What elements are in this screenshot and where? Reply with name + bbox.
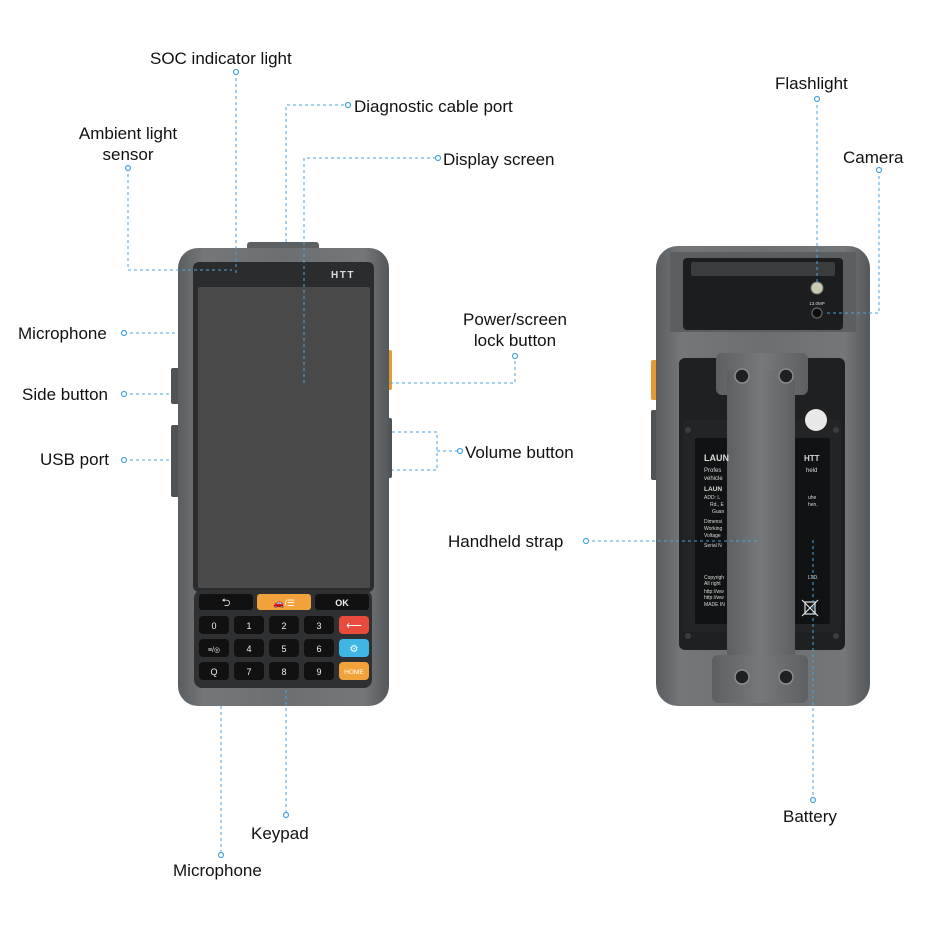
label-volume-button: Volume button <box>465 442 574 463</box>
key-0: 0 <box>211 621 216 631</box>
label-power-screen-lock: Power/screen lock button <box>452 309 578 352</box>
camera-lens <box>812 308 822 318</box>
label-flashlight: Flashlight <box>775 73 848 94</box>
key-mode: ≡/◎ <box>208 647 220 654</box>
svg-text:http://ww: http://ww <box>704 595 724 601</box>
key-vehicle-menu: 🚗/☰ <box>273 598 295 608</box>
svg-text:Dimensi: Dimensi <box>704 519 722 525</box>
key-enter: ⟵ <box>346 620 362 632</box>
label-handheld-strap: Handheld strap <box>448 531 563 552</box>
camera-mp-text: 13.0MP <box>809 301 825 306</box>
key-back: ⮌ <box>222 597 231 609</box>
label-ambient-line-1: Ambient light <box>64 123 192 144</box>
label-battery: Battery <box>783 806 837 827</box>
strap-bottom-plate <box>712 655 808 703</box>
label-ambient-line-2: sensor <box>64 144 192 165</box>
svg-text:vehicle: vehicle <box>704 476 723 482</box>
label-usb-port: USB port <box>40 449 109 470</box>
usb-port-shape <box>171 425 179 497</box>
key-4: 4 <box>246 644 251 654</box>
key-6: 6 <box>316 644 321 654</box>
flashlight-lens <box>811 282 823 294</box>
label-diagnostic-cable-port: Diagnostic cable port <box>354 96 513 117</box>
key-9: 9 <box>316 667 321 677</box>
brand-logo: HTT <box>331 270 355 281</box>
handheld-strap-shape <box>727 370 795 660</box>
label-keypad: Keypad <box>251 823 309 844</box>
key-1: 1 <box>246 621 251 631</box>
side-button-shape <box>171 368 179 404</box>
svg-text:HTT: HTT <box>804 454 820 463</box>
svg-text:Serial N: Serial N <box>704 543 722 549</box>
label-microphone-left: Microphone <box>18 323 107 344</box>
label-ambient-light-sensor: Ambient light sensor <box>64 123 192 166</box>
svg-text:held: held <box>806 468 817 474</box>
key-2: 2 <box>281 621 286 631</box>
svg-text:LAUN: LAUN <box>704 486 722 493</box>
svg-text:Guan: Guan <box>712 509 724 515</box>
svg-text:uhe: uhe <box>808 495 817 501</box>
svg-text:Working: Working <box>704 526 722 532</box>
key-search: Q <box>210 667 217 677</box>
back-device <box>651 246 870 706</box>
label-side-button: Side button <box>22 384 108 405</box>
key-settings: ⚙ <box>350 644 359 655</box>
svg-text:LAUN: LAUN <box>704 453 729 463</box>
svg-text:MADE IN: MADE IN <box>704 602 725 608</box>
key-home: HOME <box>344 669 364 676</box>
label-display-screen: Display screen <box>443 149 555 170</box>
svg-text:LTD.: LTD. <box>808 575 818 581</box>
key-5: 5 <box>281 644 286 654</box>
svg-text:hen,: hen, <box>808 502 818 508</box>
label-power-line-2: lock button <box>452 330 578 351</box>
front-device <box>171 242 392 706</box>
key-ok: OK <box>335 598 349 608</box>
svg-text:Profes: Profes <box>704 468 721 474</box>
svg-text:Rd., E: Rd., E <box>710 502 725 508</box>
svg-text:Voltage: Voltage <box>704 533 721 539</box>
svg-text:ADD: L: ADD: L <box>704 495 720 501</box>
label-camera: Camera <box>843 147 903 168</box>
label-microphone-bottom: Microphone <box>173 860 262 881</box>
label-power-line-1: Power/screen <box>452 309 578 330</box>
key-8: 8 <box>281 667 286 677</box>
key-3: 3 <box>316 621 321 631</box>
key-7: 7 <box>246 667 251 677</box>
label-soc-indicator-light: SOC indicator light <box>150 48 292 69</box>
svg-text:All right: All right <box>704 581 721 587</box>
display-screen-shape <box>198 287 370 588</box>
